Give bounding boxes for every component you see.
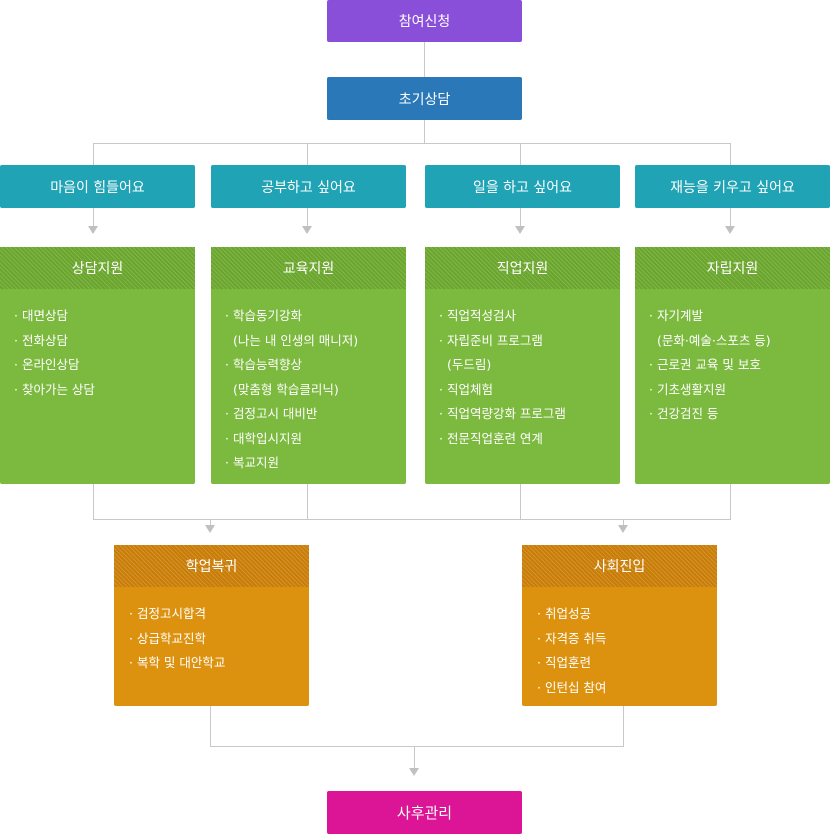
list-item: · 직업역량강화 프로그램 [439,406,566,421]
list-item: · 상급학교진학 [129,630,206,646]
connector-line [93,519,731,520]
support-panel-career: 직업지원 · 직업적성검사 · 자립준비 프로그램 (두드림) · 직업체험 ·… [425,247,620,484]
connector-line [520,484,521,519]
list-item: · 학습동기강화 [225,308,302,323]
list-item: · 자격증 취득 [537,630,607,646]
category-node: 공부하고 싶어요 [211,165,406,208]
list-item: (두드림) [447,357,492,372]
panel-list: · 검정고시합격 · 상급학교진학 · 복학 및 대안학교 [114,587,309,676]
list-item: · 학습능력향상 [225,357,302,372]
arrow-down-icon [409,768,419,776]
connector-line [307,484,308,519]
connector-line [730,143,731,165]
list-item: · 온라인상담 [14,357,80,372]
list-item: · 찾아가는 상담 [14,381,95,397]
list-item: (맞춤형 학습클리닉) [233,381,339,397]
list-item: · 검정고시합격 [129,606,206,621]
connector-line [93,484,94,519]
connector-line [730,484,731,519]
connector-line [414,746,415,768]
support-panel-counseling: 상담지원 · 대면상담 · 전화상담 · 온라인상담 · 찾아가는 상담 [0,247,195,484]
connector-line [93,143,94,165]
list-item: · 자립준비 프로그램 [439,332,543,348]
arrow-down-icon [88,226,98,234]
list-item: · 대면상담 [14,308,68,323]
outcome-panel-academic: 학업복귀 · 검정고시합격 · 상급학교진학 · 복학 및 대안학교 [114,545,309,706]
list-item: · 대학입시지원 [225,430,302,446]
list-item: · 건강검진 등 [649,406,719,421]
panel-list: · 직업적성검사 · 자립준비 프로그램 (두드림) · 직업체험 · 직업역량… [425,289,620,451]
support-panel-independence: 자립지원 · 자기계발 (문화·예술·스포츠 등) · 근로권 교육 및 보호 … [635,247,830,484]
panel-title: 학업복귀 [114,545,309,587]
list-item: (나는 내 인생의 매니저) [233,332,359,348]
list-item: · 직업적성검사 [439,308,516,323]
arrow-down-icon [618,525,628,533]
category-node: 재능을 키우고 싶어요 [635,165,830,208]
list-item: · 취업성공 [537,606,591,621]
panel-title: 교육지원 [211,247,406,289]
list-item: · 인턴십 참여 [537,679,607,695]
panel-title: 직업지원 [425,247,620,289]
category-node: 마음이 힘들어요 [0,165,195,208]
list-item: · 복교지원 [225,455,279,470]
panel-title: 자립지원 [635,247,830,289]
connector-line [210,746,624,747]
connector-line [93,208,94,226]
panel-list: · 대면상담 · 전화상담 · 온라인상담 · 찾아가는 상담 [0,289,195,402]
panel-list: · 학습동기강화 (나는 내 인생의 매니저) · 학습능력향상 (맞춤형 학습… [211,289,406,476]
arrow-down-icon [205,525,215,533]
list-item: · 직업훈련 [537,655,591,670]
connector-line [623,706,624,746]
connector-line [210,706,211,746]
arrow-down-icon [302,226,312,234]
end-node: 사후관리 [327,791,522,834]
list-item: · 전화상담 [14,332,68,348]
connector-line [93,143,731,144]
connector-line [307,208,308,226]
connector-line [307,143,308,165]
connector-line [520,143,521,165]
panel-list: · 자기계발 (문화·예술·스포츠 등) · 근로권 교육 및 보호 · 기초생… [635,289,830,427]
support-panel-education: 교육지원 · 학습동기강화 (나는 내 인생의 매니저) · 학습능력향상 (맞… [211,247,406,484]
list-item: · 근로권 교육 및 보호 [649,357,761,372]
list-item: · 기초생활지원 [649,381,726,397]
connector-line [730,208,731,226]
connector-line [424,42,425,77]
connector-line [210,519,211,525]
arrow-down-icon [725,226,735,234]
outcome-panel-social: 사회진입 · 취업성공 · 자격증 취득 · 직업훈련 · 인턴십 참여 [522,545,717,706]
panel-title: 상담지원 [0,247,195,289]
category-node: 일을 하고 싶어요 [425,165,620,208]
list-item: · 자기계발 [649,308,703,323]
list-item: · 직업체험 [439,381,493,397]
list-item: · 검정고시 대비반 [225,406,318,421]
arrow-down-icon [515,226,525,234]
panel-list: · 취업성공 · 자격증 취득 · 직업훈련 · 인턴십 참여 [522,587,717,700]
start-node: 참여신청 [327,0,522,42]
panel-title: 사회진입 [522,545,717,587]
connector-line [424,120,425,143]
connector-line [520,208,521,226]
initial-consult-node: 초기상담 [327,77,522,120]
list-item: · 전문직업훈련 연계 [439,430,543,446]
list-item: (문화·예술·스포츠 등) [657,332,771,348]
list-item: · 복학 및 대안학교 [129,655,226,670]
connector-line [623,519,624,525]
